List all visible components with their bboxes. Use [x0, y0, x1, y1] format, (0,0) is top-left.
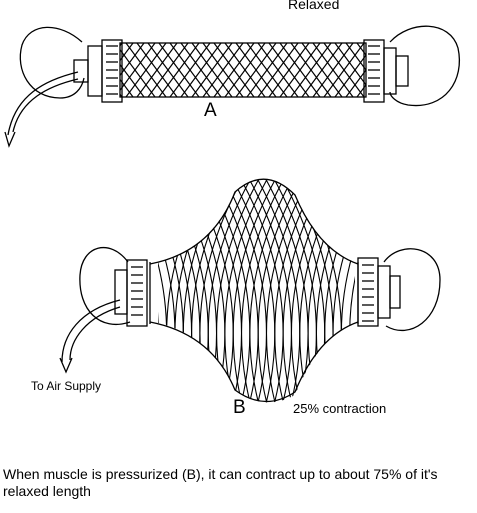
- mesh-strand: [312, 43, 354, 97]
- mesh-strand: [97, 160, 150, 420]
- mesh-strand: [158, 179, 184, 403]
- mesh-strand: [379, 43, 419, 97]
- mesh-strand: [412, 43, 452, 97]
- mesh-strand: [71, 43, 111, 97]
- mesh-strand: [358, 160, 411, 420]
- mesh-strand: [246, 43, 288, 97]
- mesh-strand: [120, 43, 145, 77]
- mesh-strand: [71, 43, 111, 97]
- muscle-a-label: A: [204, 100, 217, 121]
- mesh-strand: [180, 43, 222, 97]
- mesh-strand: [241, 179, 296, 403]
- mesh-strand: [356, 43, 366, 57]
- mesh-strand: [229, 179, 284, 403]
- air-tube-b: [61, 299, 121, 363]
- mesh-strand: [158, 179, 176, 403]
- mesh-strand: [120, 78, 134, 97]
- mesh-strand: [423, 43, 463, 97]
- mesh-strand: [301, 43, 343, 97]
- mesh-strand: [345, 68, 366, 97]
- mesh-strand: [224, 43, 266, 97]
- mesh-strand: [324, 179, 355, 403]
- mesh-strand: [232, 179, 288, 403]
- mesh-strand: [147, 43, 189, 97]
- left-end-cap-a: [19, 26, 85, 99]
- mesh-strand: [423, 43, 463, 97]
- mesh-strand: [213, 43, 255, 97]
- mesh-strand: [191, 43, 233, 97]
- mesh-strand: [237, 179, 292, 403]
- mesh-strand: [434, 43, 474, 97]
- mesh-strand: [125, 43, 167, 97]
- right-end-cap-a: [389, 25, 460, 107]
- mesh-strand: [434, 43, 474, 97]
- left-end-cap-b: [79, 246, 131, 325]
- mesh-strand: [158, 179, 193, 403]
- air-supply-label: To Air Supply: [30, 379, 102, 393]
- mesh-strand: [245, 179, 301, 403]
- mesh-strand: [158, 179, 168, 403]
- mesh-strand: [334, 54, 366, 97]
- mesh-strand: [290, 43, 332, 97]
- mesh-strand: [375, 160, 428, 420]
- mesh-strand: [220, 179, 276, 403]
- mesh-strand: [315, 179, 355, 403]
- mesh-strand: [268, 43, 310, 97]
- right-end-cap-b: [383, 248, 441, 331]
- mesh-strand: [401, 43, 441, 97]
- mesh-strand: [356, 83, 366, 97]
- relaxed-label: Relaxed: [288, 0, 340, 12]
- mesh-strand: [412, 43, 452, 97]
- mesh-strand: [169, 43, 211, 97]
- muscle-a: [4, 25, 460, 148]
- mesh-strand: [340, 179, 355, 403]
- muscle-b: [59, 178, 441, 403]
- mesh-strand: [379, 43, 419, 97]
- mesh-strand: [158, 179, 201, 403]
- mesh-strand: [279, 43, 321, 97]
- mesh-strand: [257, 43, 299, 97]
- mesh-strand: [120, 43, 134, 62]
- mesh-strand: [235, 43, 277, 97]
- caption: When muscle is pressurized (B), it can c…: [3, 466, 438, 499]
- mesh-strand: [120, 43, 156, 92]
- air-tube-a: [7, 71, 79, 136]
- muscle-b-label: B: [233, 397, 246, 418]
- mesh-strand: [366, 160, 419, 420]
- mesh-strand: [323, 43, 365, 97]
- mesh-strand: [136, 43, 178, 97]
- contraction-label: 25% contraction: [293, 401, 387, 416]
- mesh-strand: [401, 43, 441, 97]
- mesh-strand: [249, 179, 304, 403]
- mesh-strand: [345, 43, 366, 72]
- mesh-strand: [202, 43, 244, 97]
- mesh-strand: [158, 43, 200, 97]
